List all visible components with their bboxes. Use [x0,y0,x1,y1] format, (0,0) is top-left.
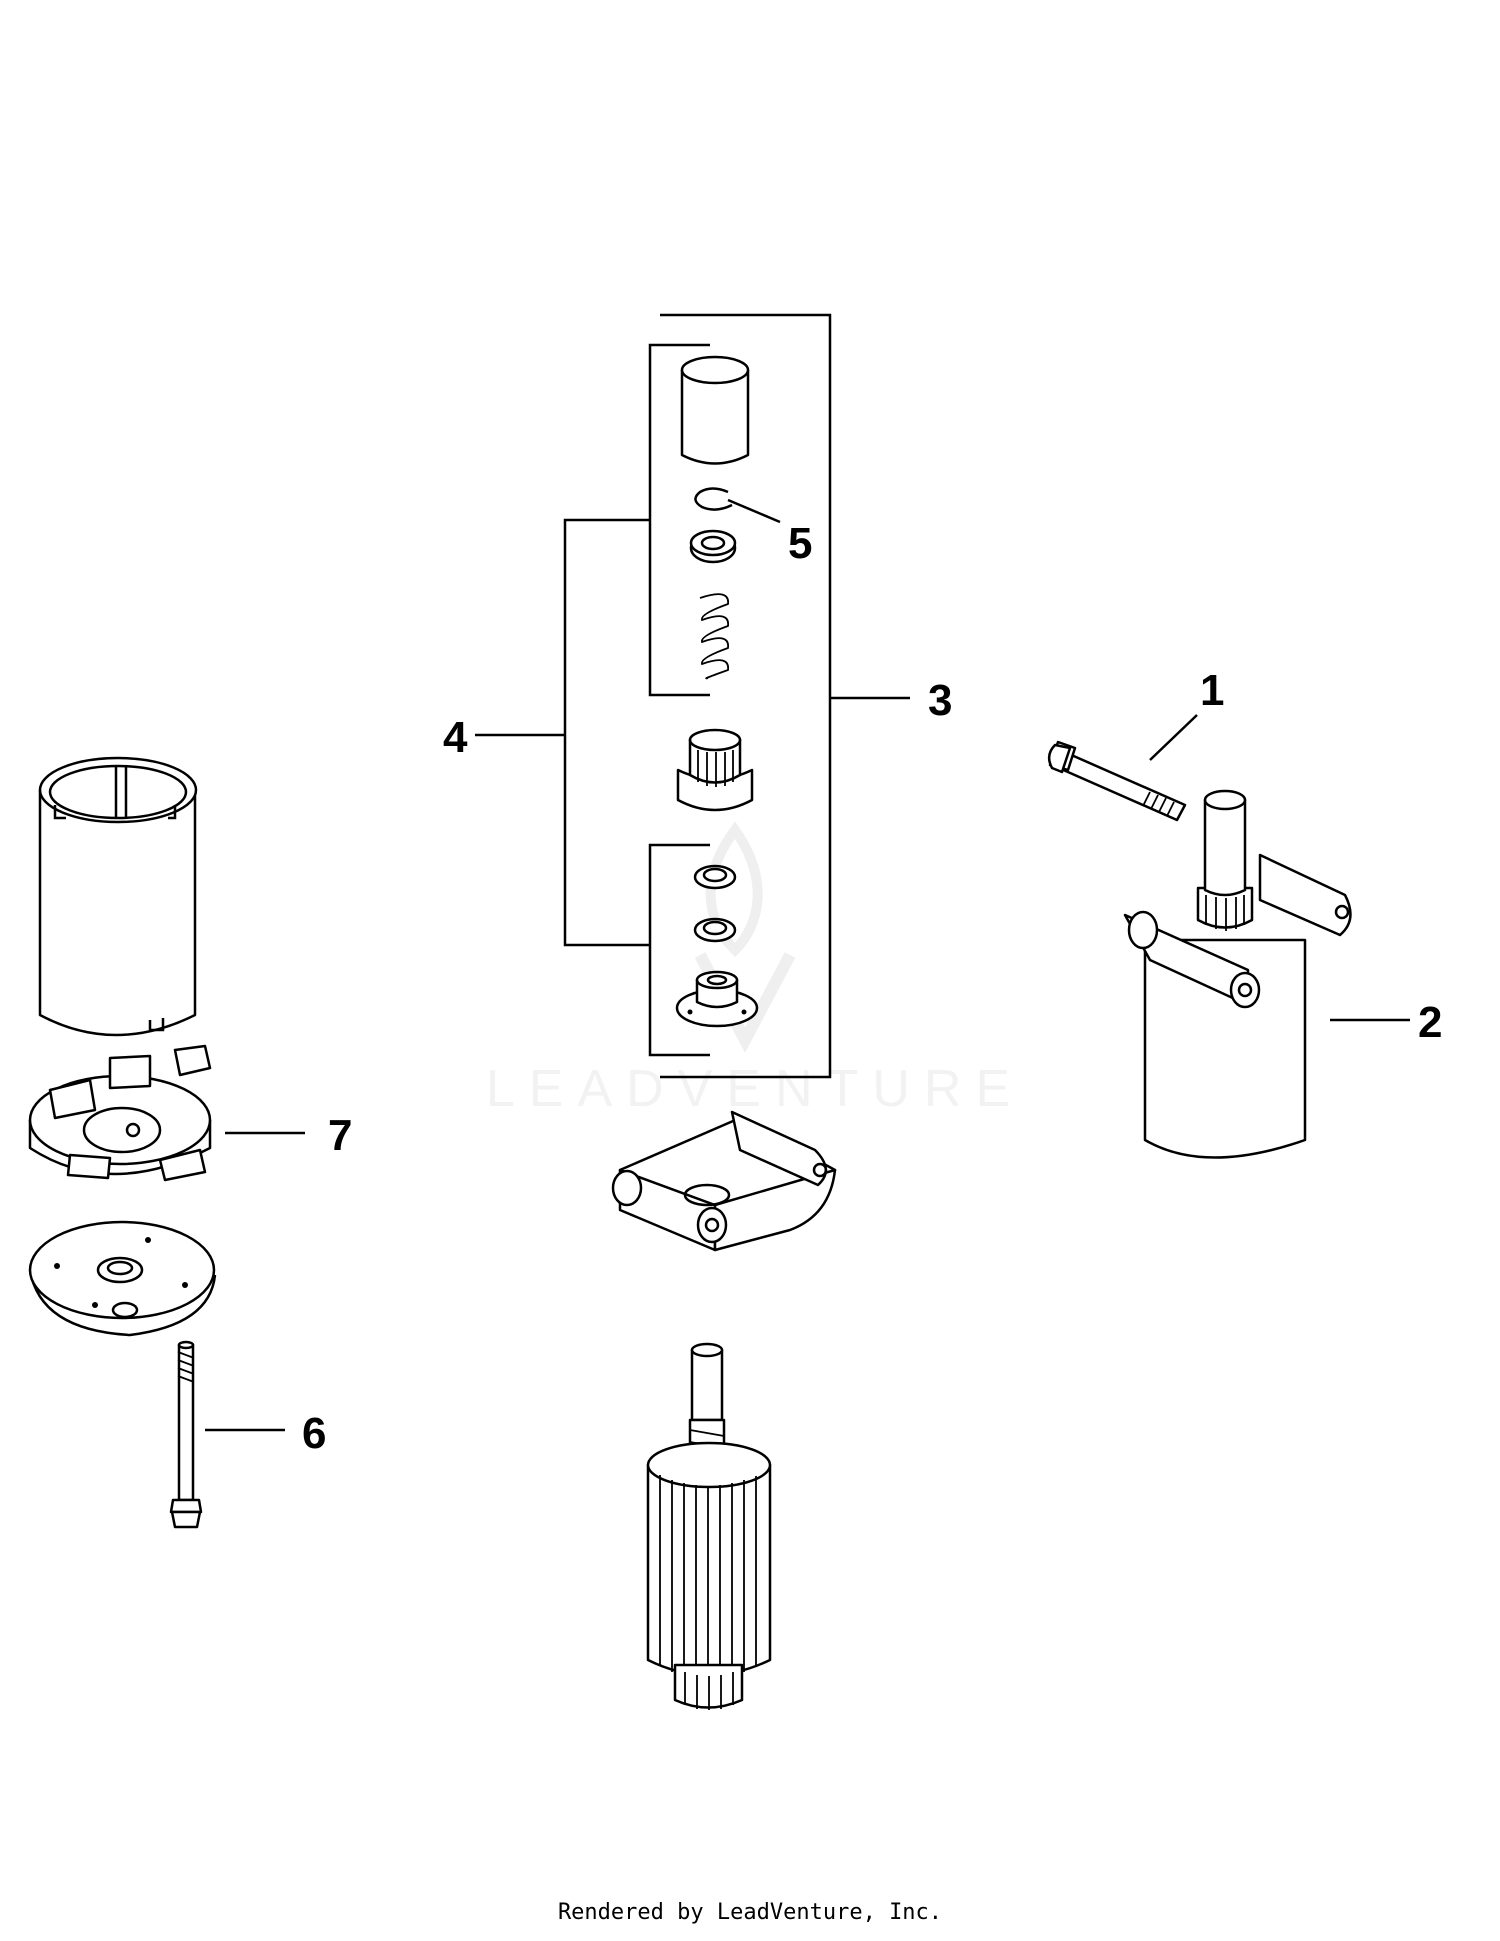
bracket-item-3 [660,313,910,1079]
stop-collar-part[interactable] [675,970,759,1028]
motor-housing-part[interactable] [38,756,198,1037]
footer-credit: Rendered by LeadVenture, Inc. [557,1900,943,1925]
through-bolt-part[interactable] [1047,740,1187,822]
retaining-ring-part[interactable] [694,487,733,511]
thrust-washer-upper-part[interactable] [693,864,737,890]
leader-line-5 [727,498,781,524]
bracket-item-4 [475,343,710,1057]
pinion-sleeve-part[interactable] [680,355,750,465]
end-plate-part[interactable] [28,1220,217,1337]
washer-part[interactable] [689,529,737,564]
watermark-text: LEADVENTURE [486,1060,1024,1118]
drive-end-housing-part[interactable] [611,1110,837,1252]
brush-holder-part[interactable] [28,1044,212,1182]
callout-6: 6 [302,1409,326,1458]
through-screw-part[interactable] [169,1340,203,1529]
callout-5: 5 [788,519,812,568]
leadventure-watermark: LEADVENTURE [486,821,1024,1118]
drive-pinion-gear-part[interactable] [676,728,754,812]
armature-part[interactable] [646,1342,772,1710]
leader-line-1 [1149,714,1198,761]
spring-part[interactable] [699,593,729,680]
callout-7: 7 [328,1111,352,1160]
starter-motor-assembly-part[interactable] [1123,789,1352,1159]
thrust-washer-lower-part[interactable] [693,917,737,943]
callout-4: 4 [443,713,468,762]
callout-1: 1 [1200,666,1224,715]
callout-3: 3 [928,676,952,725]
callout-2: 2 [1418,998,1442,1047]
